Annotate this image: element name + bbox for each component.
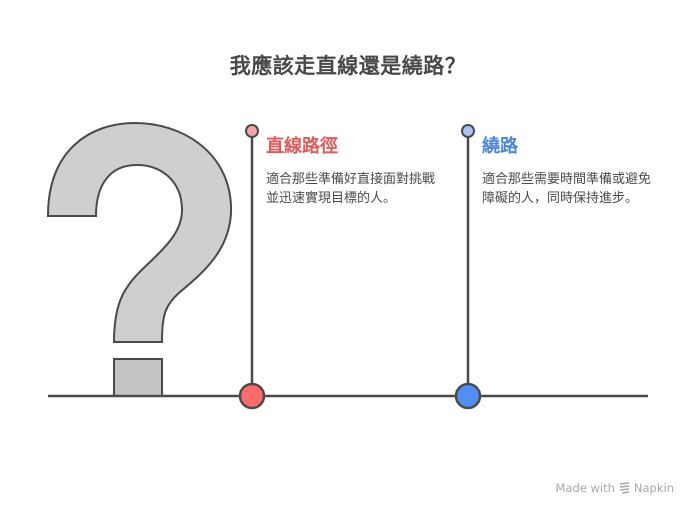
direct-path-description: 適合那些準備好直接面對挑戰並迅速實現目標的人。 xyxy=(266,172,436,206)
detour-marker xyxy=(454,382,482,410)
page-title: 我應該走直線還是繞路？ xyxy=(229,54,467,78)
detour-top-dot xyxy=(461,124,475,138)
footer-credit[interactable]: Made with Napkin xyxy=(556,481,675,495)
direct-path-top-dot xyxy=(245,124,259,138)
made-with-label: Made with xyxy=(555,481,615,495)
napkin-logo-icon xyxy=(619,482,630,494)
detour-heading: 繞路 xyxy=(482,136,518,157)
question-mark-icon xyxy=(46,121,233,397)
napkin-brand: Napkin xyxy=(633,481,674,495)
direct-path-heading: 直線路徑 xyxy=(266,136,338,157)
direct-path-marker xyxy=(238,382,266,410)
detour-description: 適合那些需要時間準備或避免障礙的人，同時保持進步。 xyxy=(482,172,652,206)
